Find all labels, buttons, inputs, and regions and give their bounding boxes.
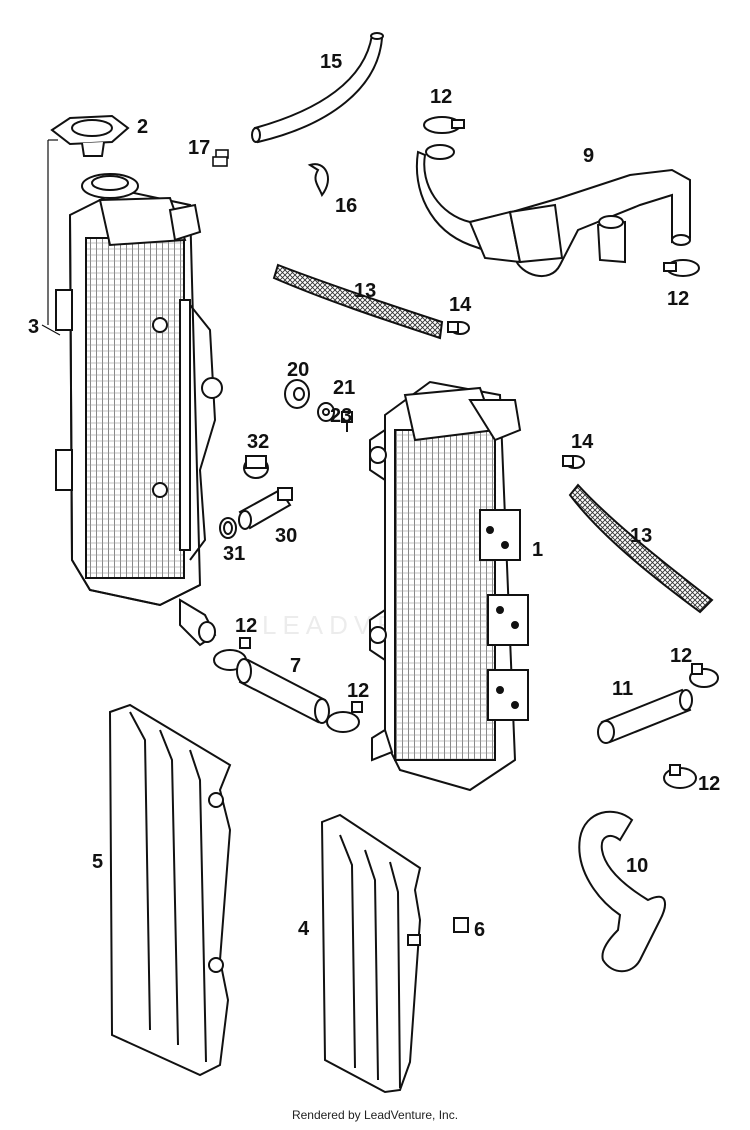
- callout-labels: 1 2 3 4 5 6 7 9 10 11 12 12 12 12 12 12 …: [28, 51, 720, 941]
- right-radiator: [369, 380, 529, 792]
- callout-31: 31: [223, 543, 245, 565]
- mesh-hose-13-right: [568, 483, 714, 614]
- bolt-23: [341, 411, 353, 432]
- hose-10: [578, 810, 666, 973]
- hose-7: [236, 658, 330, 724]
- callout-15: 15: [320, 51, 342, 73]
- callout-11: 11: [612, 678, 633, 700]
- callout-30: 30: [275, 525, 297, 547]
- shroud-5: [108, 703, 232, 1077]
- callout-12-d: 12: [347, 680, 369, 702]
- clamp-14-top: [447, 321, 470, 335]
- callout-23: 23: [330, 405, 352, 427]
- callout-12-f: 12: [698, 773, 720, 795]
- shroud-4: [320, 813, 422, 1094]
- callout-9: 9: [583, 145, 594, 167]
- callout-7: 7: [290, 655, 301, 677]
- clamp-12-b: [663, 259, 700, 277]
- callout-12-b: 12: [667, 288, 689, 310]
- hose-15: [251, 32, 384, 144]
- plug-32: [243, 455, 269, 479]
- hose-9: [415, 144, 691, 277]
- callout-20: 20: [287, 359, 309, 381]
- callout-12-a: 12: [430, 86, 452, 108]
- screw-17: [212, 149, 229, 167]
- clamp-14-right: [562, 455, 585, 469]
- washer-21: [317, 402, 335, 422]
- leader-3: [41, 139, 61, 336]
- callout-13-a: 13: [354, 280, 376, 302]
- callout-32: 32: [247, 431, 269, 453]
- mesh-hose-13-top: [272, 263, 444, 340]
- callout-14-a: 14: [449, 294, 472, 316]
- clamp-12-f: [663, 764, 697, 789]
- footer-credit: Rendered by LeadVenture, Inc.: [291, 1108, 459, 1122]
- left-radiator: [55, 173, 223, 647]
- callout-4: 4: [298, 918, 310, 940]
- grommet-20: [284, 379, 310, 409]
- callout-10: 10: [626, 855, 648, 877]
- callout-5: 5: [92, 851, 103, 873]
- clip-16: [307, 163, 329, 198]
- callout-13-b: 13: [630, 525, 652, 547]
- callout-12-c: 12: [235, 615, 257, 637]
- callout-12-e: 12: [670, 645, 692, 667]
- callout-16: 16: [335, 195, 357, 217]
- callout-14-b: 14: [571, 431, 594, 453]
- clamp-12-a: [423, 116, 465, 134]
- clamp-12-e: [689, 663, 719, 688]
- callout-2: 2: [137, 116, 148, 138]
- callout-17: 17: [188, 137, 210, 159]
- callout-6: 6: [474, 919, 485, 941]
- callout-21: 21: [333, 377, 355, 399]
- seal-31: [219, 517, 237, 539]
- callout-3: 3: [28, 316, 39, 338]
- clamp-12-d: [326, 701, 363, 733]
- hose-11: [597, 688, 693, 744]
- sensor-30: [238, 487, 293, 530]
- callout-1: 1: [532, 539, 543, 561]
- clip-6: [453, 917, 469, 933]
- radiator-cap: [50, 114, 130, 157]
